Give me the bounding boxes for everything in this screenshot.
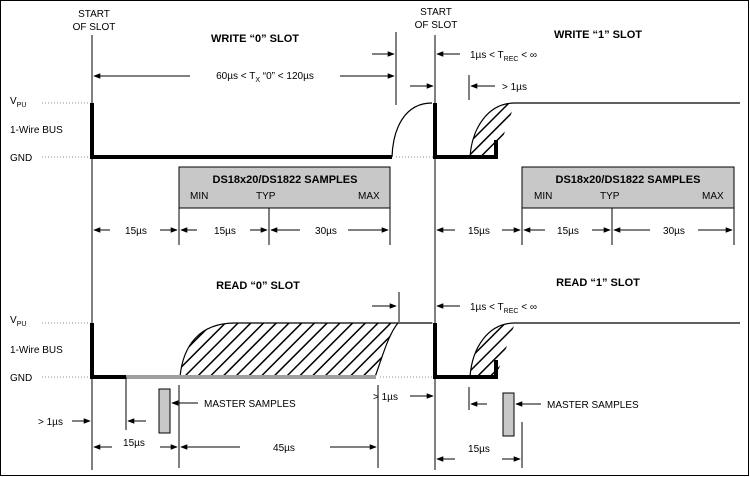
read0-dur-45: 45µs [273, 443, 295, 454]
bus-label-top: 1-Wire BUS [10, 125, 63, 136]
gnd-label-top: GND [10, 153, 32, 164]
write-duration-ticks [178, 208, 735, 245]
write1-dur-15-a: 15µs [468, 226, 490, 237]
read0-recovery-curve [374, 322, 399, 378]
write0-dur-15-a: 15µs [125, 226, 147, 237]
write0-samples-max: MAX [358, 191, 380, 202]
write0-samples-typ: TYP [256, 191, 276, 202]
write1-trec-label: 1µs < TREC < ∞ [470, 50, 537, 63]
write0-title: WRITE “0” SLOT [211, 33, 299, 45]
read0-upper-curve [179, 322, 398, 378]
read1-title: READ “1” SLOT [556, 277, 640, 289]
write1-samples-max: MAX [702, 191, 724, 202]
read0-master-sample-window [158, 388, 171, 434]
write1-title: WRITE “1” SLOT [554, 29, 642, 41]
read0-right-gt1-label: > 1µs [373, 392, 398, 403]
read1-dur-15: 15µs [468, 444, 490, 455]
read1-rise-curve [469, 322, 516, 378]
read0-waveform [90, 323, 126, 379]
read1-hatched-region [470, 323, 515, 377]
read1-master-sample-window [502, 392, 515, 437]
write1-rise-curve [469, 102, 516, 158]
write1-samples-box: DS18x20/DS1822 SAMPLES MIN TYP MAX [521, 166, 735, 209]
write1-samples-min: MIN [534, 191, 552, 202]
read0-dur-15: 15µs [123, 438, 145, 449]
read0-hatched-region [180, 323, 398, 377]
write1-waveform [433, 103, 498, 159]
bus-label-bottom: 1-Wire BUS [10, 345, 63, 356]
read1-trec-label: 1µs < TREC < ∞ [470, 302, 537, 315]
write1-samples-title: DS18x20/DS1822 SAMPLES [556, 174, 701, 186]
write1-samples-typ: TYP [600, 191, 620, 202]
read0-title: READ “0” SLOT [216, 280, 300, 292]
write0-samples-box: DS18x20/DS1822 SAMPLES MIN TYP MAX [178, 166, 391, 209]
start-label-1-line1: START [78, 9, 110, 20]
write0-recovery-curve [391, 102, 433, 158]
write0-samples-title: DS18x20/DS1822 SAMPLES [213, 174, 358, 186]
gnd-label-bottom: GND [10, 373, 32, 384]
write1-dur-15-b: 15µs [557, 226, 579, 237]
write1-gt1-label: > 1µs [502, 82, 527, 93]
vpu-label-bottom: VPU [10, 315, 26, 328]
start-label-2-line2: OF SLOT [415, 20, 458, 31]
write1-dur-30: 30µs [663, 226, 685, 237]
write1-hatched-region [470, 103, 515, 157]
vpu-label-top: VPU [10, 96, 26, 109]
start-label-1-line2: OF SLOT [73, 22, 116, 33]
write0-timing-label: 60µs < TX “0” < 120µs [216, 71, 314, 84]
write0-samples-min: MIN [190, 191, 208, 202]
start-label-2-line1: START [420, 7, 452, 18]
write0-waveform [90, 103, 392, 159]
write0-dur-15-b: 15µs [214, 226, 236, 237]
write0-dur-30: 30µs [315, 226, 337, 237]
read0-master-samples-label: MASTER SAMPLES [204, 399, 296, 410]
read1-waveform [433, 323, 498, 379]
read0-gt1-label: > 1µs [38, 417, 63, 428]
read1-master-samples-label: MASTER SAMPLES [547, 400, 639, 411]
